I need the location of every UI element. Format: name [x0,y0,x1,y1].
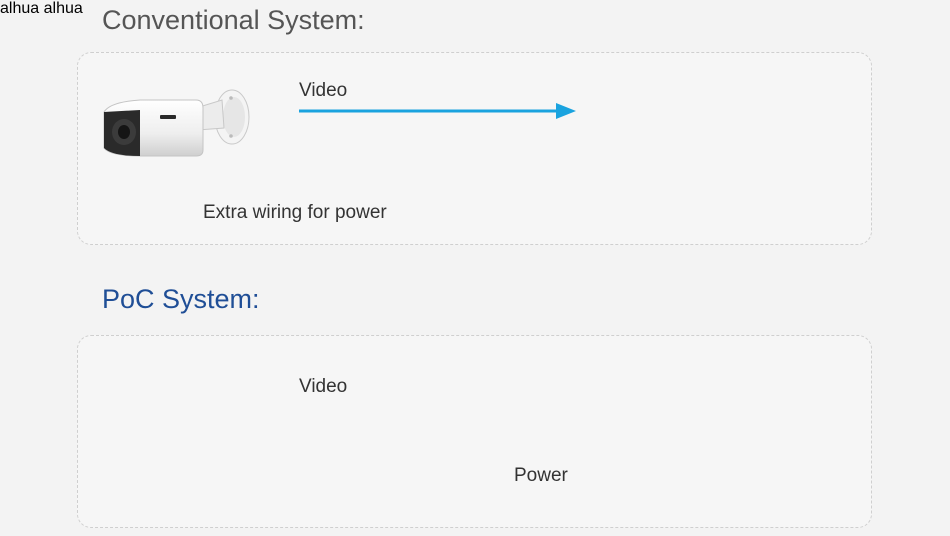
power-label: Power [514,465,568,486]
camera-icon [103,89,250,157]
conventional-system-title: Conventional System: [102,5,365,35]
nvr-icon: alhua [0,0,44,17]
brand-logo: alhua [0,0,40,17]
poc-system-panel [77,335,872,528]
conventional-system-panel [77,52,872,245]
brand-logo: alhua [43,0,83,17]
nvr-icon: alhua [44,0,83,17]
poc-system-title: PoC System: [102,284,260,314]
extra-power-wiring-label: Extra wiring for power [203,202,387,223]
video-label: Video [299,376,348,397]
video-label: Video [299,80,348,101]
